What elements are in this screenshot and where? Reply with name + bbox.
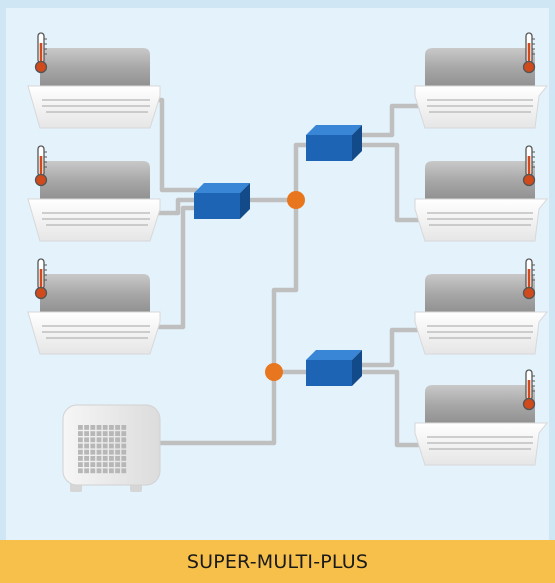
outdoor-unit-icon — [62, 404, 161, 492]
caption-bar: SUPER-MULTI-PLUS — [0, 540, 555, 583]
system-diagram — [0, 0, 555, 540]
ceiling-cassette-icon — [27, 160, 161, 242]
distribution-box-icon — [306, 125, 362, 161]
distribution-box-icon — [306, 350, 362, 386]
ceiling-cassette-icon — [27, 273, 161, 355]
distribution-box-icon — [194, 183, 250, 219]
system-name-label: SUPER-MULTI-PLUS — [186, 550, 369, 573]
refnet-joint-icon — [287, 191, 305, 209]
refrigerant-pipes — [149, 97, 428, 448]
ceiling-cassette-icon — [27, 47, 161, 129]
refnet-joint-icon — [265, 363, 283, 381]
